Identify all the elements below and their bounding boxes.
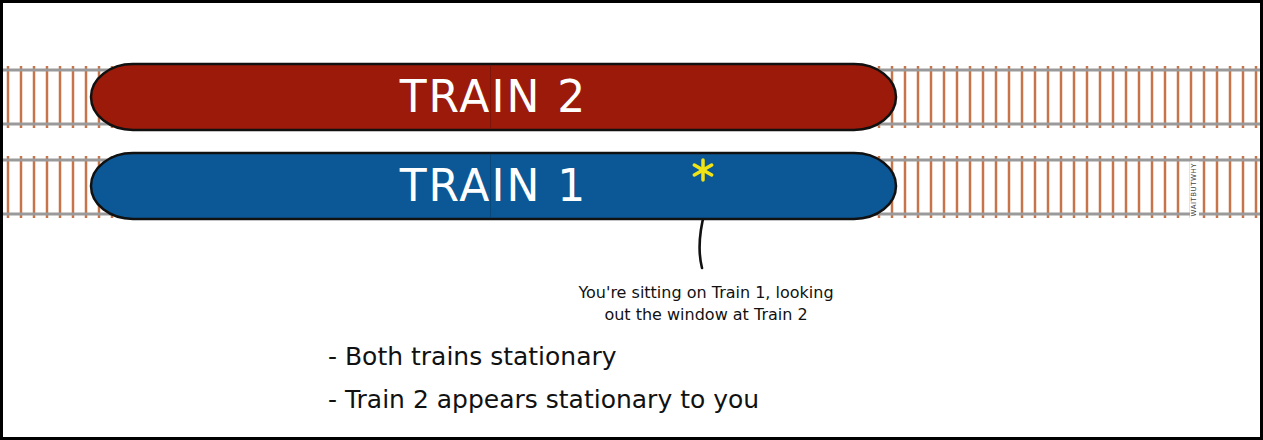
- rail-tie: [1125, 156, 1128, 218]
- rail-tie: [1151, 66, 1154, 128]
- rail-tie: [72, 66, 75, 128]
- rail-tie: [1164, 66, 1167, 128]
- rail-tie: [1190, 66, 1193, 128]
- rail-tie: [1099, 156, 1102, 218]
- rail-tie: [1203, 156, 1206, 218]
- rail-tie: [917, 66, 920, 128]
- rail-tie: [904, 66, 907, 128]
- rail-tie: [85, 66, 88, 128]
- rail-tie: [1112, 66, 1115, 128]
- rail-tie: [1203, 66, 1206, 128]
- rail-tie: [46, 66, 49, 128]
- rail-tie: [1034, 156, 1037, 218]
- train-2-car: TRAIN 2: [90, 63, 897, 131]
- watermark: WAITBUTWHY: [1190, 161, 1199, 218]
- rail-tie: [930, 156, 933, 218]
- rail-tie: [995, 156, 998, 218]
- rail-tie: [969, 66, 972, 128]
- rail-tie: [7, 156, 10, 218]
- rail-tie: [1008, 156, 1011, 218]
- train-label: TRAIN 2: [400, 75, 588, 119]
- bullet-note: - Both trains stationary: [328, 340, 617, 374]
- rail-tie: [1177, 66, 1180, 128]
- rail-tie: [1086, 66, 1089, 128]
- rail-tie: [1138, 66, 1141, 128]
- rail-tie: [1255, 156, 1258, 218]
- rail-tie: [995, 66, 998, 128]
- rail-tie: [943, 66, 946, 128]
- rail-tie: [982, 156, 985, 218]
- rail-tie: [33, 66, 36, 128]
- rail-tie: [1086, 156, 1089, 218]
- rail-tie: [59, 156, 62, 218]
- rail-tie: [1021, 66, 1024, 128]
- rail-tie: [956, 156, 959, 218]
- rail-tie: [1047, 66, 1050, 128]
- rail-tie: [1125, 66, 1128, 128]
- rail-tie: [1073, 66, 1076, 128]
- rail-tie: [7, 66, 10, 128]
- rail-tie: [59, 66, 62, 128]
- rail-tie: [956, 66, 959, 128]
- rail-tie: [943, 156, 946, 218]
- rail-tie: [33, 156, 36, 218]
- rail-tie: [1008, 66, 1011, 128]
- rail-tie: [1151, 156, 1154, 218]
- rail-tie: [20, 66, 23, 128]
- rail-tie: [1060, 66, 1063, 128]
- rail-tie: [1164, 156, 1167, 218]
- train-body: [91, 153, 896, 219]
- rail-tie: [904, 156, 907, 218]
- train-1-car: TRAIN 1: [90, 152, 897, 220]
- rail-tie: [1138, 156, 1141, 218]
- rail-tie: [1242, 156, 1245, 218]
- rail-tie: [1073, 156, 1076, 218]
- train-label: TRAIN 1: [400, 164, 588, 208]
- rail-tie: [930, 66, 933, 128]
- rail-tie: [1047, 156, 1050, 218]
- rail-tie: [1099, 66, 1102, 128]
- rail-tie: [1229, 66, 1232, 128]
- rail-tie: [1021, 156, 1024, 218]
- rail-tie: [1216, 66, 1219, 128]
- rail-tie: [1242, 66, 1245, 128]
- rail-tie: [1255, 66, 1258, 128]
- rail-tie: [46, 156, 49, 218]
- annotation-note: You're sitting on Train 1, looking out t…: [572, 282, 841, 325]
- train-body: [91, 64, 896, 130]
- bullet-note: - Train 2 appears stationary to you: [328, 383, 759, 417]
- rail-tie: [1112, 156, 1115, 218]
- rail-tie: [969, 156, 972, 218]
- rail-tie: [1177, 156, 1180, 218]
- rail-tie: [1034, 66, 1037, 128]
- rail-tie: [72, 156, 75, 218]
- rail-tie: [1060, 156, 1063, 218]
- rail-tie: [1229, 156, 1232, 218]
- rail-tie: [917, 156, 920, 218]
- rail-tie: [20, 156, 23, 218]
- rail-tie: [1216, 156, 1219, 218]
- rail-tie: [85, 156, 88, 218]
- rail-tie: [982, 66, 985, 128]
